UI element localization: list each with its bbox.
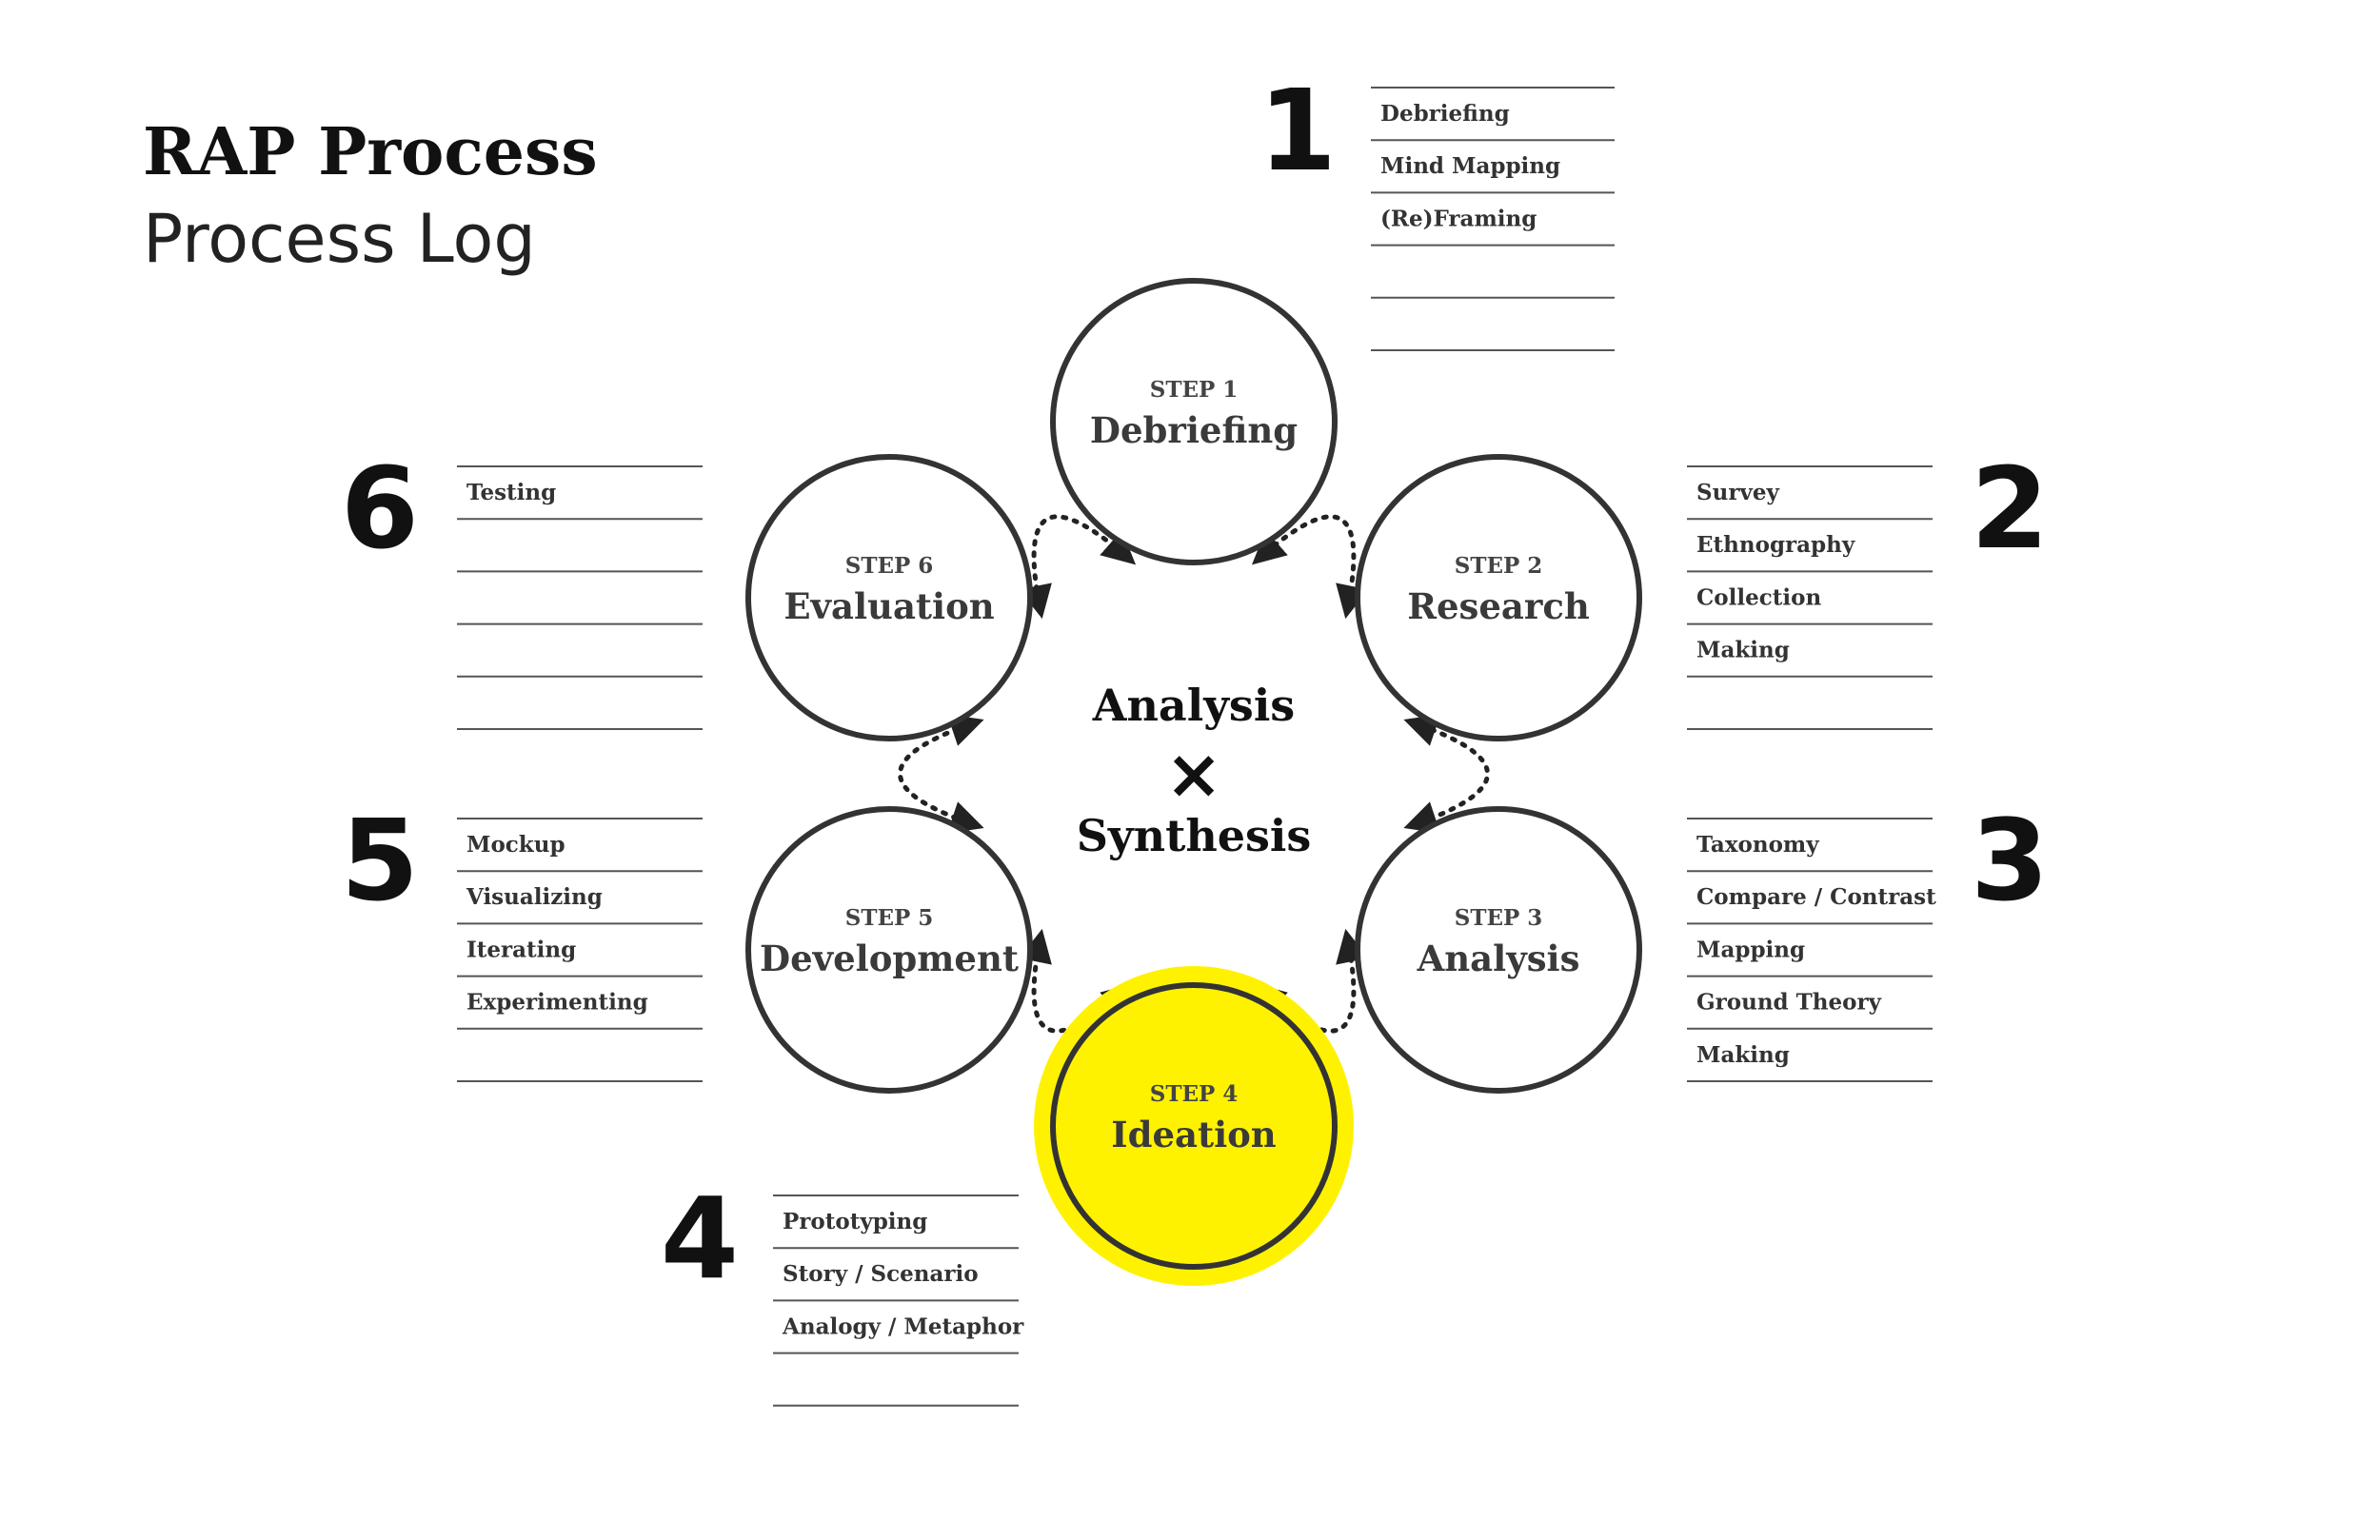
list-item: (Re)Framing <box>1380 206 1537 231</box>
page-subtitle: Process Log <box>143 200 536 278</box>
connector-arrow-6-1 <box>1019 514 1137 620</box>
list-item: Iterating <box>466 937 576 962</box>
step-label: STEP 1 <box>1150 377 1239 403</box>
list-item: Collection <box>1696 584 1821 610</box>
step-name: Debriefing <box>1090 409 1298 451</box>
step-node-1: STEP 1 Debriefing <box>1050 278 1338 565</box>
center-analysis-label: Analysis <box>1092 680 1295 731</box>
list-item: Prototyping <box>783 1209 927 1234</box>
list-item: Ground Theory <box>1696 990 1882 1016</box>
step-node-6: STEP 6 Evaluation <box>745 454 1033 741</box>
step-circle <box>1355 454 1642 741</box>
step-name: Analysis <box>1417 938 1580 979</box>
list-item: Survey <box>1696 480 1779 505</box>
page-title: RAP Process <box>143 114 598 190</box>
step-name: Research <box>1407 585 1590 627</box>
step-number: 1 <box>1259 65 1337 196</box>
center-cross-symbol: × <box>1165 734 1222 814</box>
connector-arrow-5-6 <box>898 714 984 834</box>
step-label: STEP 6 <box>845 553 934 579</box>
list-item: Ethnography <box>1696 532 1855 558</box>
step-node-5: STEP 5 Development <box>745 806 1033 1094</box>
list-item: Story / Scenario <box>783 1261 979 1287</box>
step-circle <box>1050 982 1338 1270</box>
connector-arrow-2-3 <box>1403 714 1490 834</box>
step-circle <box>745 806 1033 1094</box>
step-number: 4 <box>661 1173 739 1304</box>
list-item: Testing <box>466 480 556 505</box>
step-number: 6 <box>341 443 419 574</box>
step-name: Evaluation <box>783 585 994 627</box>
step-node-4: STEP 4 Ideation <box>1034 966 1354 1286</box>
step-node-2: STEP 2 Research <box>1355 454 1642 741</box>
step-circle <box>1355 806 1642 1094</box>
list-item: Debriefing <box>1380 101 1510 127</box>
step-name: Ideation <box>1111 1114 1277 1155</box>
step-label: STEP 4 <box>1150 1081 1239 1107</box>
step-label: STEP 5 <box>845 905 934 931</box>
step-name: Development <box>760 938 1019 979</box>
step-number: 3 <box>1971 795 2049 926</box>
list-item: Making <box>1696 638 1790 663</box>
step-label: STEP 2 <box>1455 553 1543 579</box>
step-label: STEP 3 <box>1455 905 1543 931</box>
list-item: Visualizing <box>466 884 603 910</box>
highlight-disc <box>1034 966 1354 1286</box>
step-list-6: 6 Testing <box>341 443 703 730</box>
list-item: Analogy / Metaphor <box>782 1313 1024 1339</box>
step-node-3: STEP 3 Analysis <box>1355 806 1642 1094</box>
list-item: Mind Mapping <box>1380 153 1560 179</box>
center-synthesis-label: Synthesis <box>1077 810 1312 861</box>
list-item: Mockup <box>466 832 565 858</box>
list-item: Experimenting <box>466 990 648 1016</box>
list-item: Mapping <box>1696 937 1805 962</box>
step-circle <box>745 454 1033 741</box>
step-number: 5 <box>341 795 419 926</box>
step-number: 2 <box>1971 443 2049 574</box>
connector-arrow-1-2 <box>1251 514 1369 620</box>
list-item: Compare / Contrast <box>1696 884 1936 910</box>
list-item: Making <box>1696 1042 1790 1068</box>
step-circle <box>1050 278 1338 565</box>
list-item: Taxonomy <box>1696 832 1819 858</box>
